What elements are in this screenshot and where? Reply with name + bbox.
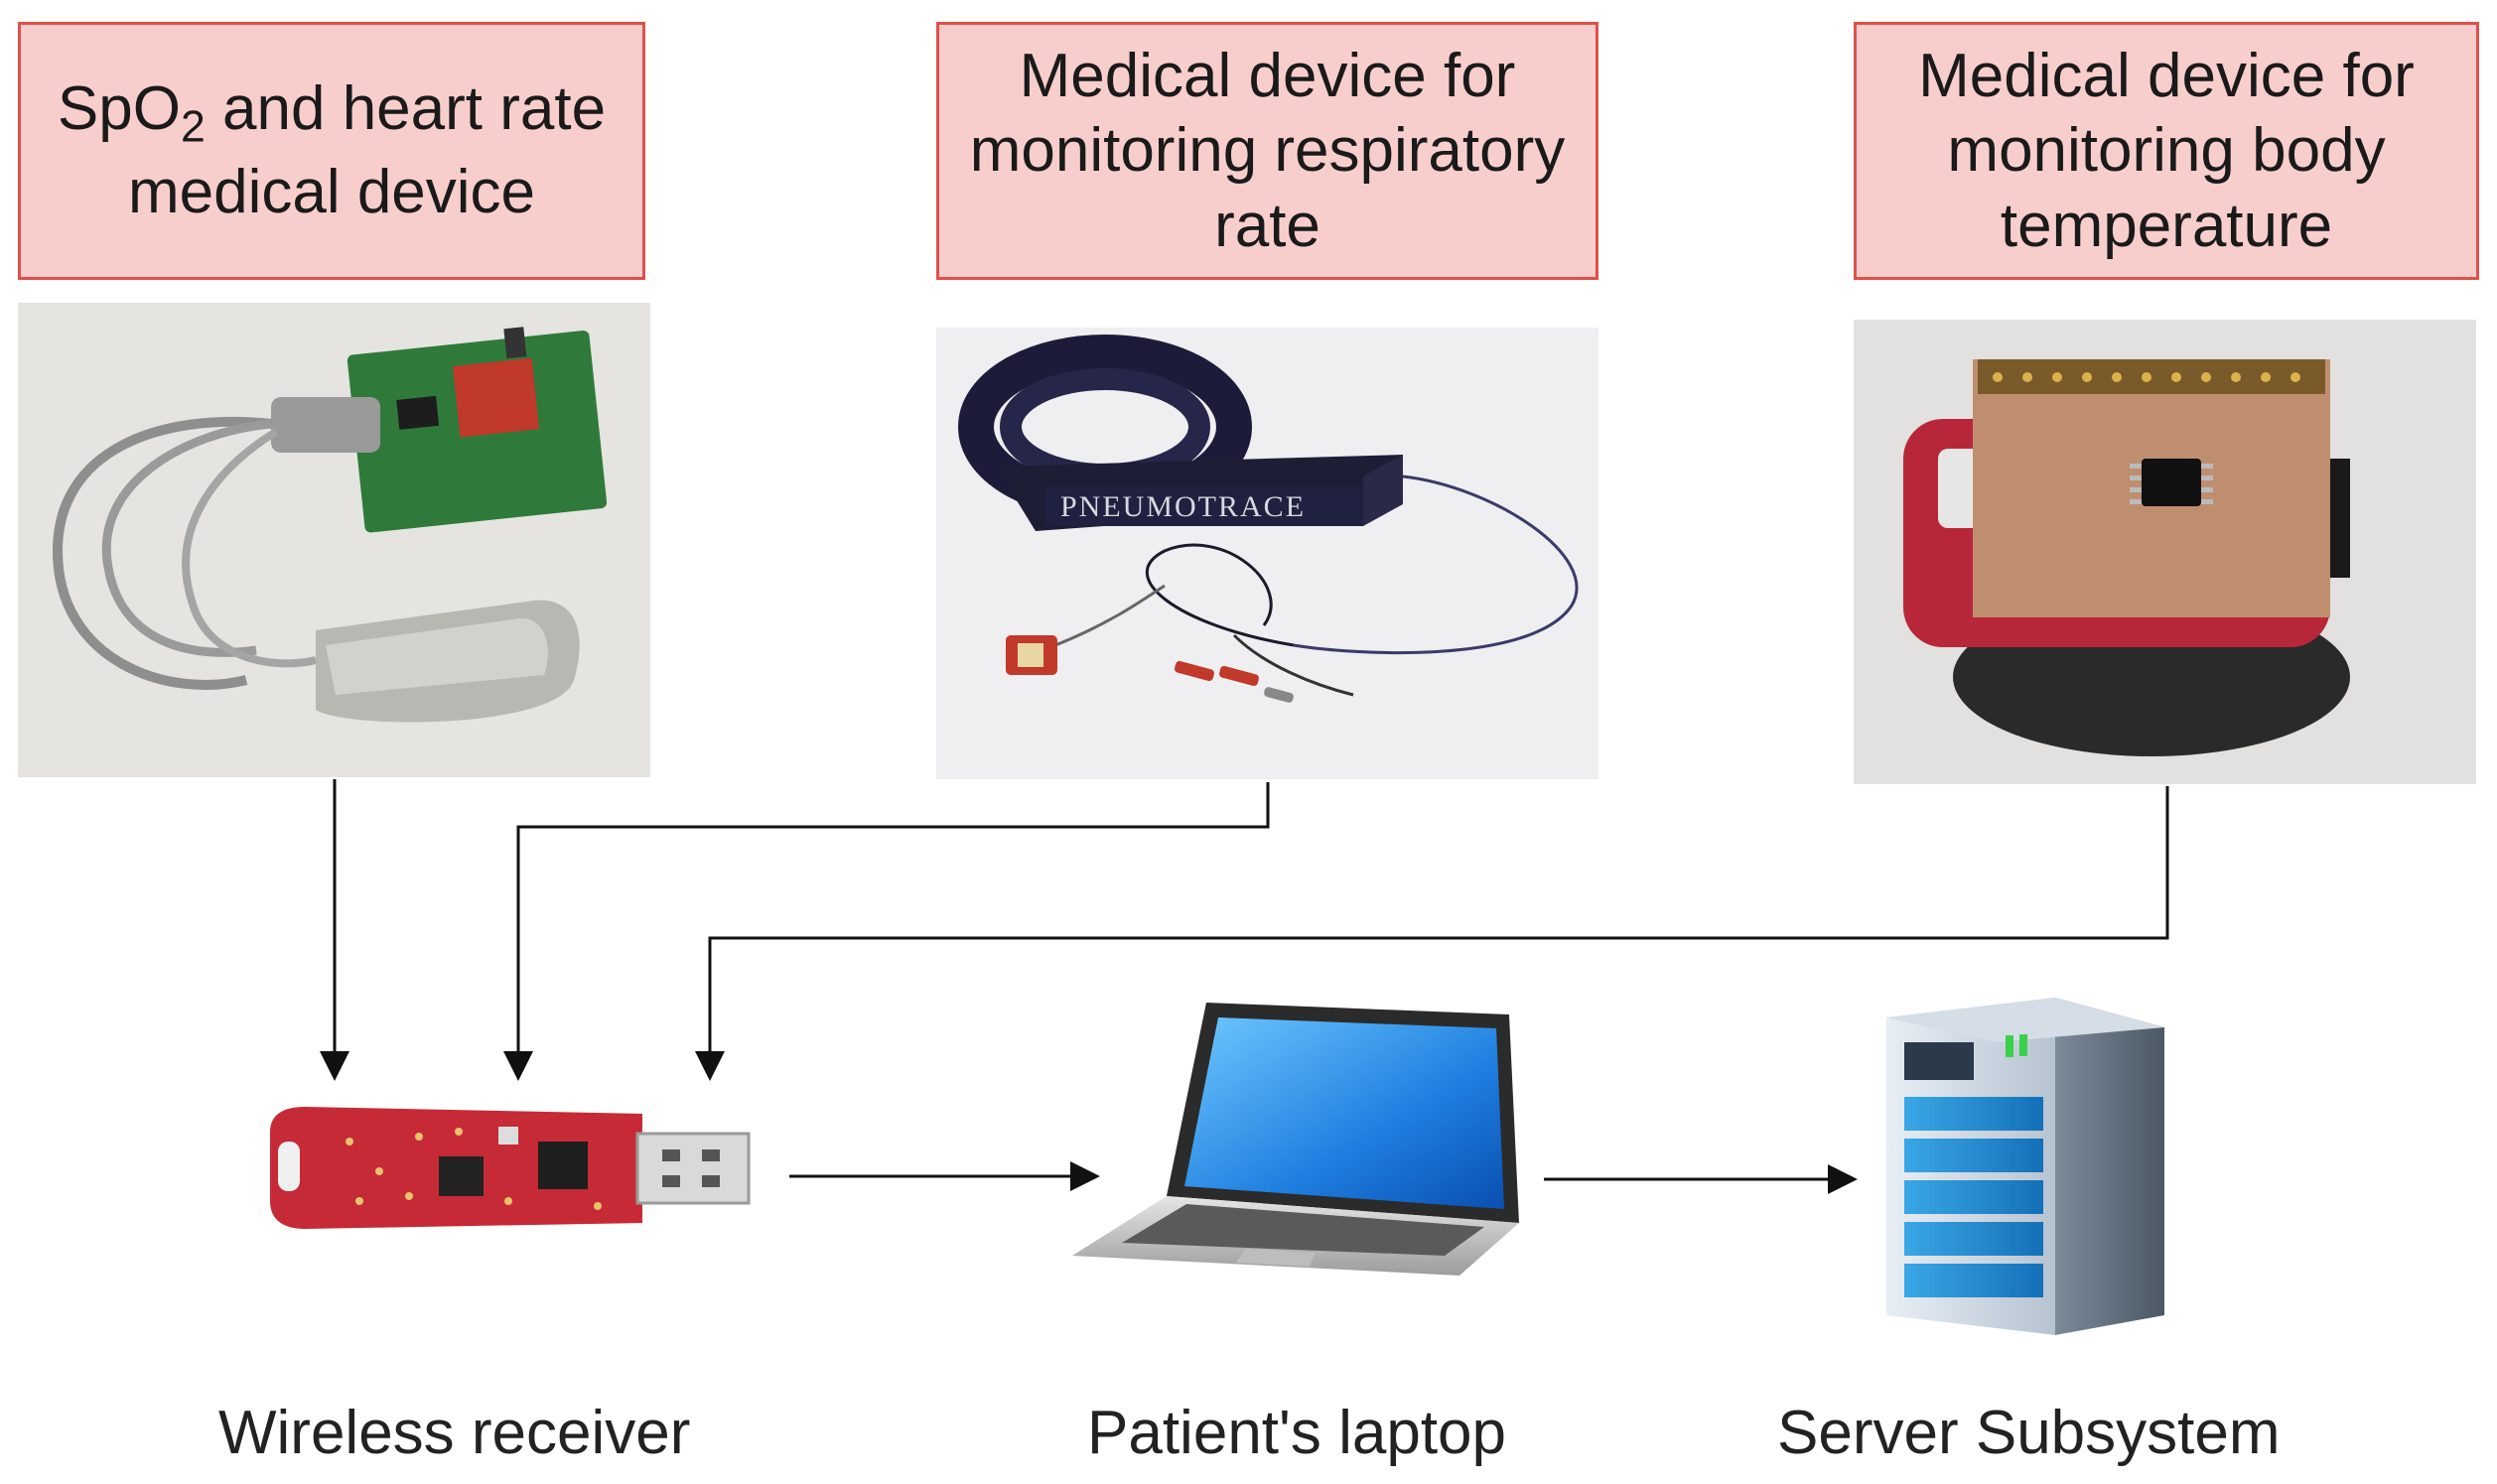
laptop-icon <box>1067 993 1539 1281</box>
temperature-device-label: Medical device for monitoring body tempe… <box>1854 22 2479 280</box>
temperature-device-photo <box>1854 320 2476 784</box>
respiratory-label-line2: monitoring respiratory <box>969 116 1566 186</box>
temperature-label-line1: Medical device for <box>1918 41 2415 110</box>
arrow-temperature-to-receiver <box>695 786 2169 1081</box>
spo2-label-line2: medical device <box>127 158 536 227</box>
spo2-device-label: SpO2 and heart rate medical device <box>18 22 645 280</box>
respiratory-device-label: Medical device for monitoring respirator… <box>936 22 1598 280</box>
respiratory-label-line1: Medical device for <box>1019 41 1516 110</box>
arrow-respiratory-to-receiver <box>503 782 1270 1081</box>
respiratory-device-photo: PNEUMOTRACE <box>936 328 1598 779</box>
server-icon <box>1876 988 2194 1355</box>
respiratory-label-line3: rate <box>1214 191 1320 260</box>
wireless-receiver-image <box>260 1102 757 1236</box>
spo2-device-photo <box>18 303 650 777</box>
patients-laptop-caption: Patient's laptop <box>1087 1399 1507 1467</box>
temperature-label-line3: temperature <box>2000 191 2333 260</box>
spo2-label-line1: SpO2 and heart rate <box>57 74 607 152</box>
temperature-label-line2: monitoring body <box>1947 116 2386 186</box>
wireless-receiver-caption: Wireless receiver <box>218 1399 691 1467</box>
strap-brand-text: PNEUMOTRACE <box>1060 490 1306 523</box>
server-subsystem-caption: Server Subsystem <box>1777 1399 2281 1467</box>
